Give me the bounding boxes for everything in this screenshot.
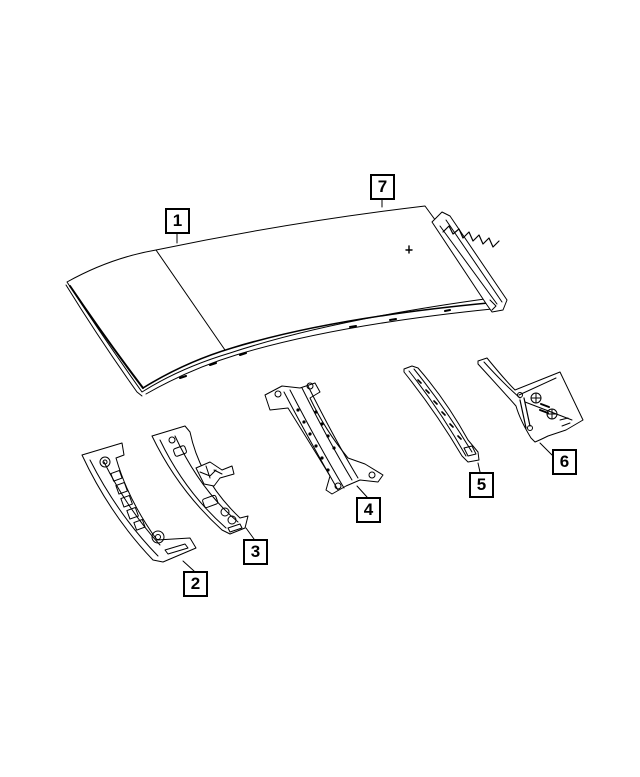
roof-side-rail[interactable] — [431, 211, 508, 313]
roof-bow-rear[interactable] — [81, 442, 197, 563]
callout-1[interactable]: 1 — [165, 208, 190, 234]
roof-bow-reinforcement[interactable] — [151, 425, 249, 535]
leader-5 — [477, 462, 481, 473]
roof-panel[interactable] — [65, 205, 493, 397]
callout-2[interactable]: 2 — [183, 571, 208, 597]
callout-3[interactable]: 3 — [243, 539, 268, 565]
leader-lines — [176, 199, 553, 572]
callout-6[interactable]: 6 — [552, 449, 577, 475]
roof-bow-center[interactable] — [264, 382, 384, 495]
callout-7[interactable]: 7 — [370, 174, 395, 200]
leader-2 — [182, 560, 195, 572]
header-reinforcement[interactable] — [477, 357, 584, 443]
roof-bow-front[interactable] — [403, 365, 480, 463]
callout-5[interactable]: 5 — [469, 472, 494, 498]
leader-3 — [245, 527, 255, 540]
leader-4 — [356, 485, 368, 498]
leader-6 — [539, 442, 553, 456]
callout-4[interactable]: 4 — [356, 497, 381, 523]
